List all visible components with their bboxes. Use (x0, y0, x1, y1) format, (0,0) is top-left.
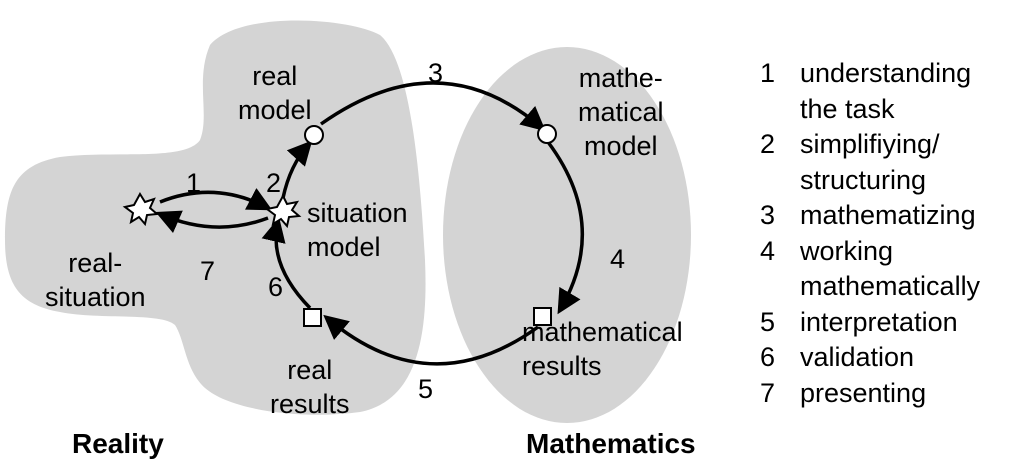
label-real-model: real model (238, 61, 312, 125)
legend-item: 1 understanding the task (760, 56, 1022, 127)
label-real-results: real results (270, 355, 350, 419)
step-number-1: 1 (186, 168, 202, 198)
legend-text: mathematizing (800, 200, 976, 230)
step-number-7: 7 (200, 256, 216, 286)
step-number-2: 2 (266, 168, 282, 198)
legend-item: 4 working mathematically (760, 234, 1022, 305)
arrow-understanding (159, 188, 273, 211)
legend-item: 2 simplifiying/ structuring (760, 127, 1022, 198)
legend-number: 6 (760, 342, 776, 372)
mathematical-results-square-icon (533, 307, 552, 326)
real-model-circle-icon (304, 125, 324, 145)
legend-number: 3 (760, 200, 776, 230)
step-number-3: 3 (428, 58, 444, 88)
real-results-square-icon (303, 308, 322, 327)
legend-number: 7 (760, 377, 776, 408)
real-situation-star-icon (122, 192, 160, 227)
label-mathematical-results: mathematical results (522, 317, 683, 381)
legend: 1 understanding the task 2 simplifiying/… (760, 56, 1022, 411)
step-number-4: 4 (610, 244, 626, 274)
arrow-simplifying (281, 140, 313, 199)
legend-text: simplifiying/ structuring (800, 129, 940, 195)
legend-item: 5 interpretation (760, 305, 1022, 341)
arrow-validation (261, 217, 312, 310)
label-situation-model: situation model (307, 198, 408, 262)
mathematics-region (443, 47, 691, 423)
legend-item: 6 validation (760, 340, 1022, 376)
legend-number: 5 (760, 306, 776, 337)
legend-text: validation (800, 342, 915, 372)
step-number-5: 5 (418, 374, 434, 404)
mathematical-model-circle-icon (537, 124, 557, 144)
arrow-presenting (155, 210, 269, 234)
arrow-working-mathematically (546, 140, 585, 315)
label-mathematical-model: mathe- matical model (578, 63, 664, 161)
step-number-6: 6 (268, 272, 284, 302)
label-real-situation: real- situation (45, 248, 146, 312)
region-title-reality: Reality (72, 428, 164, 459)
arrow-interpretation (323, 314, 540, 366)
legend-item: 7 presenting (760, 376, 1022, 412)
arrow-mathematizing (319, 81, 546, 132)
situation-model-star-icon (264, 193, 302, 229)
legend-item: 3 mathematizing (760, 198, 1022, 234)
legend-number: 1 (760, 58, 776, 88)
legend-text: working mathematically (800, 235, 981, 302)
region-title-mathematics: Mathematics (526, 428, 696, 459)
legend-number: 4 (760, 235, 776, 266)
legend-text: understanding the task (800, 58, 972, 124)
legend-text: interpretation (800, 306, 958, 337)
legend-number: 2 (760, 129, 776, 159)
legend-text: presenting (800, 377, 927, 408)
